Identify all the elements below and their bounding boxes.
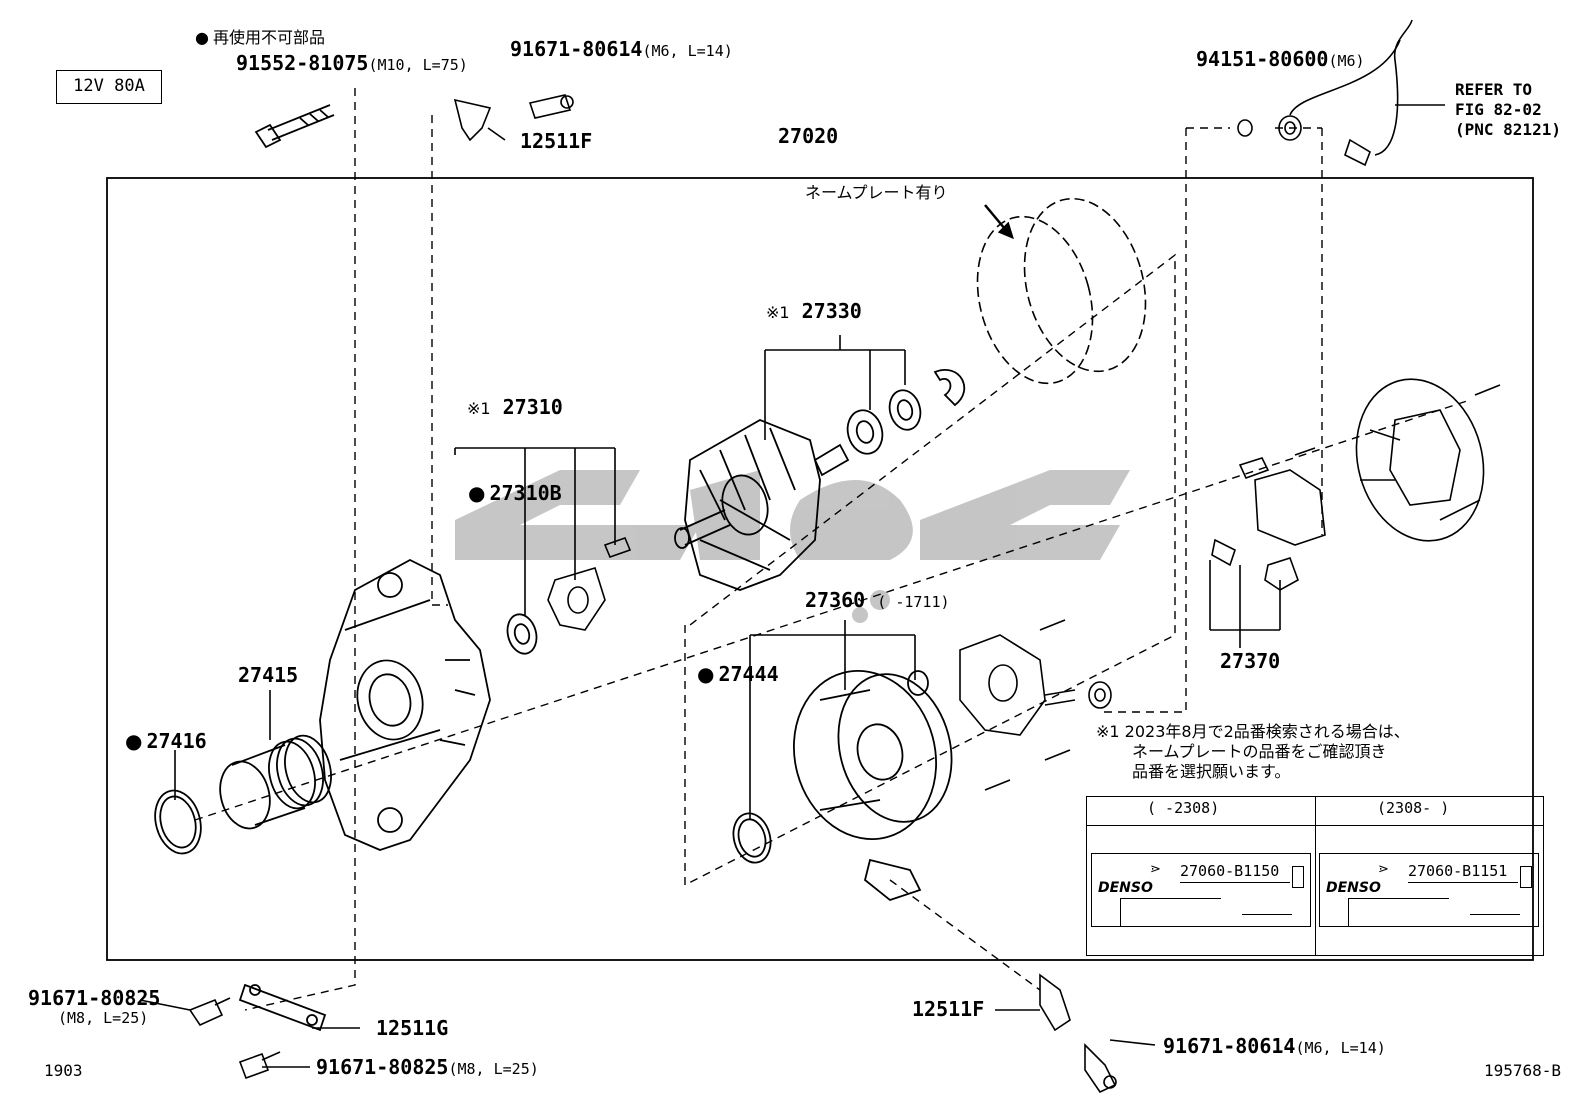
bracket-12511g <box>238 983 327 1032</box>
stator-27360 <box>792 670 953 902</box>
rear-end-frame <box>1355 378 1485 542</box>
label-27444: 27444 <box>697 663 778 685</box>
bearing-27310 <box>506 613 538 655</box>
callout-brackets <box>139 104 1445 1068</box>
bracket-12511f-bottom <box>1039 973 1071 1032</box>
bolt-91671-bottom-right <box>1084 1043 1117 1094</box>
label-refer-to: REFER TO FIG 82-02 (PNC 82121) <box>1455 80 1561 139</box>
label-27370: 27370 <box>1220 649 1281 673</box>
column-header-after: (2308- ) <box>1377 799 1450 817</box>
bracket-12511f-top <box>453 94 574 142</box>
bolt-91671-bottom <box>238 1051 281 1080</box>
label-27330: ※1 27330 <box>766 299 862 323</box>
rectifier-holder <box>959 619 1112 791</box>
ring-27416 <box>154 789 202 855</box>
nameplate-after: ⋗ 27060-B1151 DENSO <box>1319 853 1539 927</box>
label-27416: 27416 <box>125 730 206 752</box>
label-91671-80825-bottom: 91671-80825(M8, L=25) <box>316 1055 539 1079</box>
label-12511f-top: 12511F <box>520 129 593 153</box>
code-left: 1903 <box>44 1061 83 1080</box>
nut-washer-cable <box>1237 19 1413 167</box>
nameplate-arrow <box>984 204 1014 240</box>
denso-arrow-icon: ⋗ <box>1378 862 1389 877</box>
denso-logo: DENSO <box>1098 880 1153 896</box>
label-12511g: 12511G <box>376 1016 449 1040</box>
pulley-27415 <box>219 734 332 830</box>
nameplate-before: ⋗ 27060-B1150 DENSO <box>1091 853 1311 927</box>
label-91671-80614-top: 91671-80614(M6, L=14) <box>510 37 733 61</box>
column-header-before: ( -2308) <box>1147 799 1220 817</box>
bolt-91671-left <box>188 997 231 1027</box>
denso-logo: DENSO <box>1326 880 1381 896</box>
drive-end-frame <box>319 558 491 851</box>
label-27360: 27360 ( -1711) <box>805 588 950 612</box>
retainer-27310b <box>547 536 632 631</box>
bolt-91552 <box>254 104 335 149</box>
regulator-27370 <box>1211 384 1501 591</box>
label-nameplate-note: ネームプレート有り <box>805 183 948 202</box>
ring-27444 <box>732 812 772 864</box>
label-94151-80600: 94151-80600(M6) <box>1196 47 1365 71</box>
denso-arrow-icon: ⋗ <box>1150 862 1161 877</box>
watermark-logo <box>455 470 1130 623</box>
rear-cover-nameplate <box>976 197 1147 385</box>
label-91552-81075: 91552-81075(M10, L=75) <box>236 51 468 75</box>
connector-icon <box>1520 866 1532 888</box>
spec-box: 12V 80A <box>56 70 162 104</box>
connector-icon <box>1292 866 1304 888</box>
assembly-frame <box>106 177 1534 961</box>
label-27310: ※1 27310 <box>467 395 563 419</box>
dashed-leaders <box>194 88 1471 1011</box>
legend-non-reusable: 再使用不可部品 <box>195 28 325 48</box>
code-right: 195768-B <box>1484 1061 1562 1080</box>
nameplate-table: ( -2308) (2308- ) ⋗ 27060-B1150 DENSO ⋗ … <box>1086 796 1544 956</box>
rotor-27330 <box>674 419 850 591</box>
rotor-bearings <box>846 369 966 455</box>
label-91671-80614-bottom-right: 91671-80614(M6, L=14) <box>1163 1034 1386 1058</box>
label-27020: 27020 <box>778 124 839 148</box>
label-12511f-bottom: 12511F <box>912 997 985 1021</box>
label-27310b: 27310B <box>468 482 561 504</box>
label-91671-80825-left: 91671-80825 (M8, L=25) <box>28 986 161 1027</box>
label-27415: 27415 <box>238 663 299 687</box>
note-search-instructions: ※1 2023年8月で2品番検索される場合は、 ネームプレートの品番をご確認頂き… <box>1096 722 1410 781</box>
